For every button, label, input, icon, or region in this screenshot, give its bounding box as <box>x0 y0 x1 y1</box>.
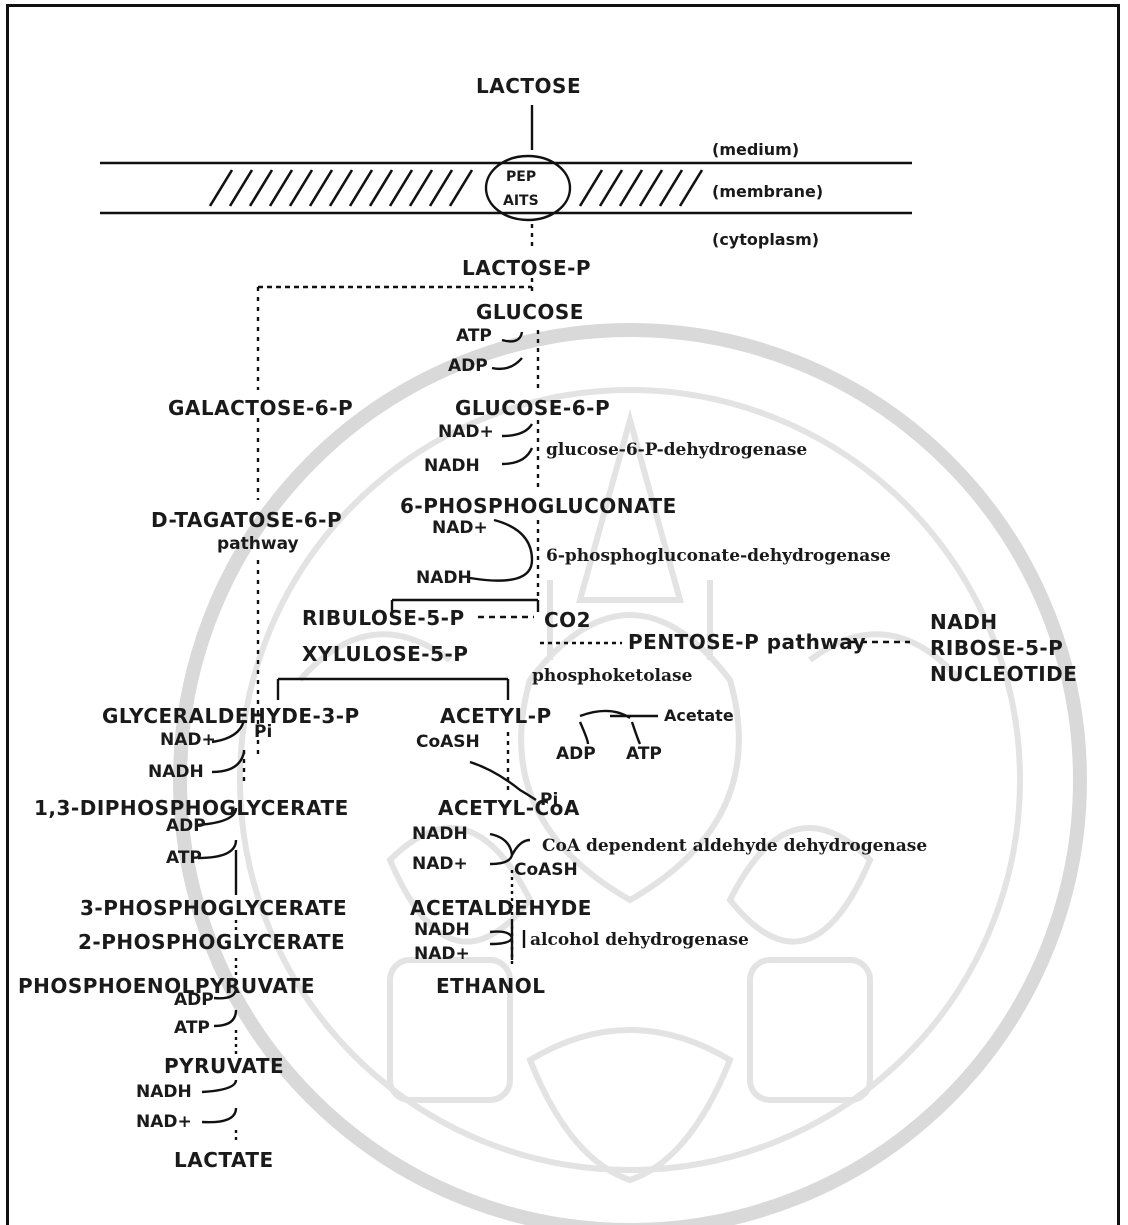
transporter-pep-label: PEP <box>506 169 537 185</box>
phosphogluconate-node: 6-PHOSPHOGLUCONATE <box>400 494 677 518</box>
atp-cofactor: ATP <box>626 744 662 764</box>
pi-cofactor: Pi <box>254 722 273 742</box>
nad-cofactor: NAD+ <box>432 518 488 538</box>
diphosphoglycerate-node: 1,3-DIPHOSPHOGLYCERATE <box>34 796 349 820</box>
ribulose-5p-node: RIBULOSE-5-P <box>302 606 465 630</box>
alcohol-dehydrogenase-label: alcohol dehydrogenase <box>530 930 749 950</box>
xylulose-5p-node: XYLULOSE-5-P <box>302 642 469 666</box>
adp-cofactor: ADP <box>174 990 214 1010</box>
phosphoglycerate-3-node: 3-PHOSPHOGLYCERATE <box>80 896 348 920</box>
nadh-cofactor: NADH <box>414 920 470 940</box>
nadh-cofactor: NADH <box>412 824 468 844</box>
phosphoenolpyruvate-node: PHOSPHOENOLPYRUVATE <box>18 974 315 998</box>
acetyl-p-node: ACETYL-P <box>440 704 552 728</box>
tagatose-6p-node: D-TAGATOSE-6-P <box>151 508 343 532</box>
lactate-node: LACTATE <box>174 1148 274 1172</box>
galactose-6p-node: GALACTOSE-6-P <box>168 396 354 420</box>
coash-cofactor: CoASH <box>514 860 578 880</box>
nad-cofactor: NAD+ <box>160 730 216 750</box>
university-seal-watermark <box>173 323 1087 1225</box>
glyceraldehyde-3p-node: GLYCERALDEHYDE-3-P <box>102 704 360 728</box>
nadh-output-label: NADH <box>930 610 998 634</box>
acetyl-coa-node: ACETYL-CoA <box>438 796 580 820</box>
nucleotide-node: NUCLEOTIDE <box>930 662 1078 686</box>
nad-cofactor: NAD+ <box>136 1112 192 1132</box>
atp-cofactor: ATP <box>174 1018 210 1038</box>
phosphoglycerate-2-node: 2-PHOSPHOGLYCERATE <box>78 930 346 954</box>
nadh-cofactor: NADH <box>424 456 480 476</box>
transporter-aits-label: AITS <box>503 193 539 209</box>
g6pdh-enzyme-label: glucose-6-P-dehydrogenase <box>546 440 808 460</box>
adp-cofactor: ADP <box>166 816 206 836</box>
atp-cofactor: ATP <box>456 326 492 346</box>
co2-node: CO2 <box>544 608 592 632</box>
ethanol-node: ETHANOL <box>436 974 546 998</box>
coash-cofactor: CoASH <box>416 732 480 752</box>
glucose-6p-node: GLUCOSE-6-P <box>455 396 611 420</box>
pentose-p-pathway-label: PENTOSE-P pathway <box>628 630 867 654</box>
nad-cofactor: NAD+ <box>414 944 470 964</box>
medium-label: (medium) <box>712 140 800 159</box>
coa-aldehyde-dehydrogenase-label: CoA dependent aldehyde dehydrogenase <box>542 836 928 856</box>
nadh-cofactor: NADH <box>416 568 472 588</box>
adp-cofactor: ADP <box>448 356 488 376</box>
adp-cofactor: ADP <box>556 744 596 764</box>
cytoplasm-label: (cytoplasm) <box>712 230 820 249</box>
nadh-cofactor: NADH <box>136 1082 192 1102</box>
phosphoketolase-enzyme-label: phosphoketolase <box>532 666 693 686</box>
tagatose-pathway-label: pathway <box>217 534 299 554</box>
lactose-node: LACTOSE <box>476 74 582 98</box>
pyruvate-node: PYRUVATE <box>164 1054 285 1078</box>
nad-cofactor: NAD+ <box>412 854 468 874</box>
glucose-node: GLUCOSE <box>476 300 584 324</box>
acetate-node: Acetate <box>664 706 734 725</box>
lactose-p-node: LACTOSE-P <box>462 256 592 280</box>
acetaldehyde-node: ACETALDEHYDE <box>410 896 592 920</box>
ribose-5p-node: RIBOSE-5-P <box>930 636 1064 660</box>
nadh-cofactor: NADH <box>148 762 204 782</box>
figure-border <box>6 4 1120 1225</box>
pi-cofactor: Pi <box>540 790 559 810</box>
nad-cofactor: NAD+ <box>438 422 494 442</box>
atp-cofactor: ATP <box>166 848 202 868</box>
membrane-label: (membrane) <box>712 182 824 201</box>
pgdh-enzyme-label: 6-phosphogluconate-dehydrogenase <box>546 546 891 566</box>
